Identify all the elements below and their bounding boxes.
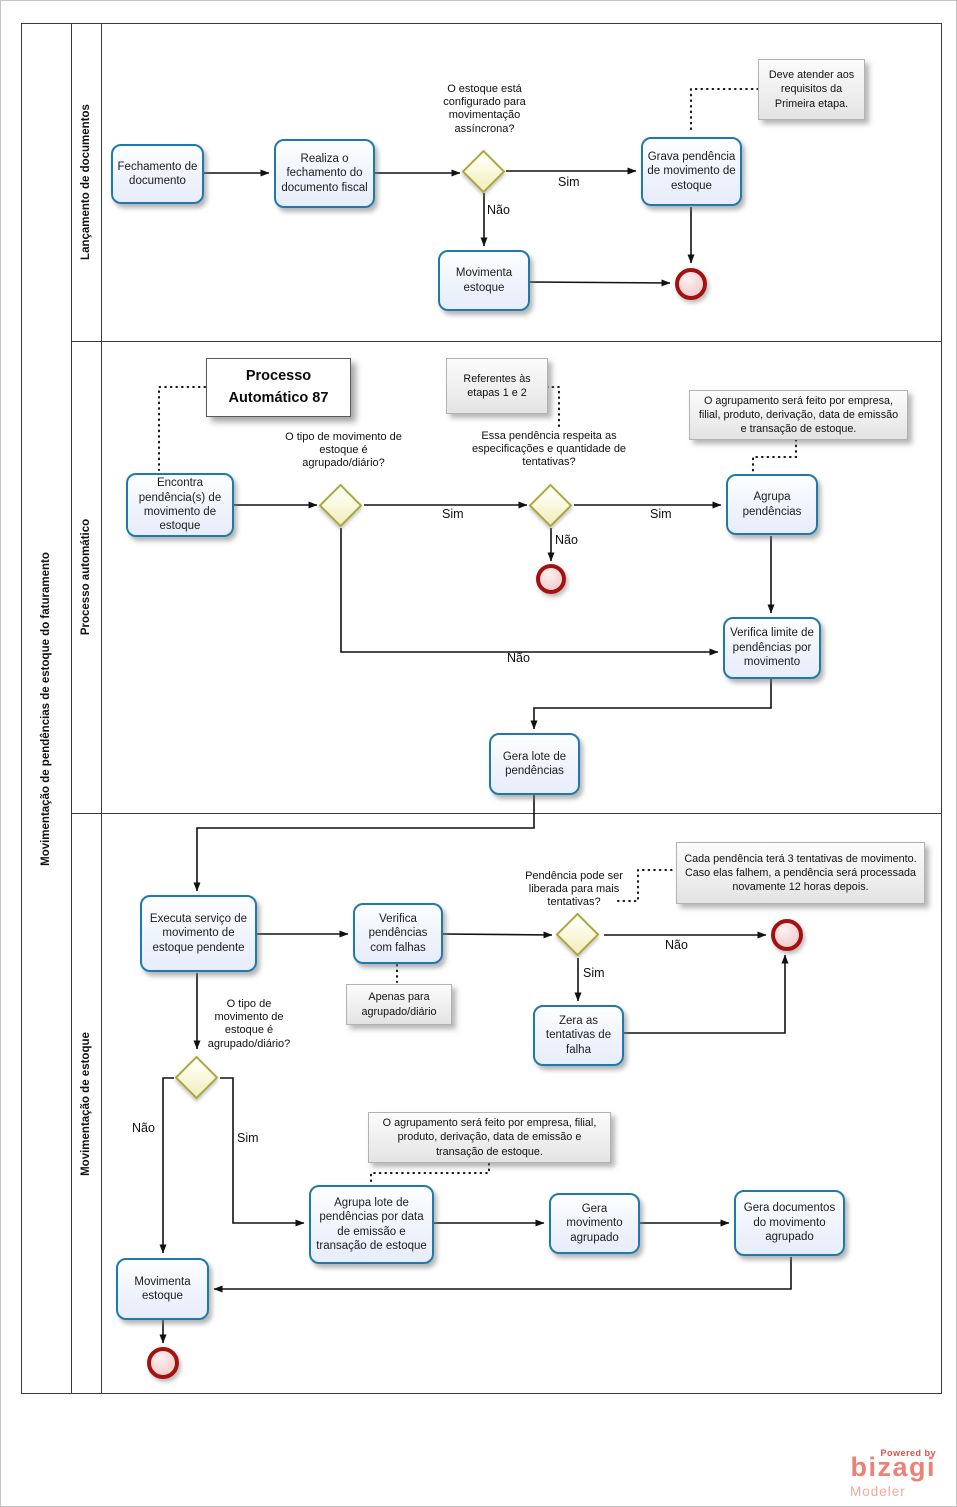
lane-divider-1 [71, 341, 942, 342]
annotation-text: Apenas para agrupado/diário [361, 991, 437, 1018]
task-grava-pendencia[interactable]: Grava pendência de movimento de estoque [641, 137, 742, 206]
task-label: Gera documentos do movimento agrupado [743, 1202, 836, 1244]
end-event-lane1[interactable] [675, 268, 707, 300]
annotation-referentes-etapas[interactable]: Referentes às etapas 1 e 2 [446, 358, 548, 414]
flow-label-nao: Não [507, 651, 530, 665]
annotation-tentativas[interactable]: Cada pendência terá 3 tentativas de movi… [676, 842, 925, 904]
lane-label-divider [101, 23, 102, 1394]
task-label: Gera lote de pendências [502, 750, 567, 777]
pool-label-divider [71, 23, 72, 1394]
powered-by-label: Powered by [880, 1448, 936, 1458]
annotation-text: Cada pendência terá 3 tentativas de movi… [684, 852, 917, 894]
task-label: Executa serviço de movimento de estoque … [149, 912, 248, 954]
gateway-question-liberada: Pendência pode ser liberada para mais te… [525, 870, 623, 909]
flow-label-sim: Sim [558, 175, 580, 189]
task-verifica-limite[interactable]: Verifica limite de pendências por movime… [723, 617, 821, 679]
task-verifica-pendencias-falhas[interactable]: Verifica pendências com falhas [353, 903, 443, 964]
task-label: Verifica limite de pendências por movime… [730, 627, 814, 669]
annotation-agrupamento-1[interactable]: O agrupamento será feito por empresa, fi… [689, 390, 908, 440]
task-agrupa-lote[interactable]: Agrupa lote de pendências por data de em… [309, 1185, 434, 1264]
gateway-question-agrupado-1: O tipo de movimento de estoque é agrupad… [285, 431, 402, 470]
flow-label-sim: Sim [650, 507, 672, 521]
task-gera-lote[interactable]: Gera lote de pendências [489, 733, 580, 795]
lane-label-movimentacao-estoque: Movimentação de estoque [80, 1031, 93, 1176]
gateway-question-agrupado-2: O tipo de movimento de estoque é agrupad… [207, 998, 291, 1050]
annotation-primeira-etapa[interactable]: Deve atender aos requisitos da Primeira … [758, 59, 865, 120]
task-label: Movimenta estoque [134, 1275, 191, 1302]
task-realiza-fechamento-fiscal[interactable]: Realiza o fechamento do documento fiscal [274, 139, 375, 208]
flow-label-nao: Não [132, 1121, 155, 1135]
flow-label-sim: Sim [442, 507, 464, 521]
task-label: Encontra pendência(s) de movimento de es… [138, 477, 222, 533]
flow-label-nao: Não [555, 533, 578, 547]
flow-label-nao: Não [665, 938, 688, 952]
pool-border [21, 23, 942, 1394]
task-gera-movimento-agrupado[interactable]: Gera movimento agrupado [549, 1193, 640, 1254]
bizagi-logo: bizagi [850, 1452, 936, 1482]
task-executa-servico[interactable]: Executa serviço de movimento de estoque … [140, 895, 257, 972]
flow-label-sim: Sim [237, 1131, 259, 1145]
end-event-lane2[interactable] [536, 564, 566, 594]
task-label: Agrupa lote de pendências por data de em… [316, 1196, 427, 1252]
lane-divider-2 [71, 813, 942, 814]
task-label: Gera movimento agrupado [566, 1202, 623, 1244]
bizagi-modeler-label: Modeler [850, 1484, 906, 1499]
process-87-label: Processo Automático 87 [228, 367, 329, 406]
annotation-apenas-agrupado[interactable]: Apenas para agrupado/diário [346, 984, 452, 1025]
task-encontra-pendencias[interactable]: Encontra pendência(s) de movimento de es… [126, 473, 234, 537]
task-agrupa-pendencias[interactable]: Agrupa pendências [726, 474, 818, 535]
pool-title: Movimentação de pendências de estoque do… [40, 551, 53, 866]
end-event-lane3-bottom[interactable] [147, 1347, 179, 1379]
lane-label-lancamento: Lançamento de documentos [80, 104, 93, 260]
flow-label-sim: Sim [583, 966, 605, 980]
annotation-text: O agrupamento será feito por empresa, fi… [382, 1117, 597, 1158]
annotation-text: O agrupamento será feito por empresa, fi… [698, 394, 899, 436]
task-label: Agrupa pendências [742, 491, 802, 518]
task-gera-documentos[interactable]: Gera documentos do movimento agrupado [734, 1190, 845, 1256]
task-label: Zera as tentativas de falha [545, 1014, 612, 1056]
task-movimenta-estoque-2[interactable]: Movimenta estoque [116, 1258, 209, 1320]
gateway-question-especificacoes: Essa pendência respeita as especificaçõe… [471, 430, 627, 469]
task-label: Realiza o fechamento do documento fiscal [281, 152, 368, 194]
annotation-text: Deve atender aos requisitos da Primeira … [768, 69, 855, 110]
annotation-text: Referentes às etapas 1 e 2 [463, 372, 531, 399]
end-event-lane3-right[interactable] [771, 919, 803, 951]
process-87-box[interactable]: Processo Automático 87 [206, 358, 351, 417]
task-label: Verifica pendências com falhas [368, 912, 428, 954]
lane-label-processo-automatico: Processo automático [80, 518, 93, 636]
task-movimenta-estoque-1[interactable]: Movimenta estoque [438, 250, 530, 311]
task-label: Movimenta estoque [455, 267, 513, 294]
task-fechamento-de-documento[interactable]: Fechamento de documento [111, 144, 204, 204]
task-label: Grava pendência de movimento de estoque [647, 150, 736, 192]
gateway-question-assincrona: O estoque está configurado para moviment… [443, 83, 526, 135]
annotation-agrupamento-2[interactable]: O agrupamento será feito por empresa, fi… [368, 1112, 611, 1163]
task-label: Fechamento de documento [117, 160, 198, 187]
flow-label-nao: Não [487, 203, 510, 217]
task-zera-tentativas[interactable]: Zera as tentativas de falha [533, 1005, 624, 1066]
